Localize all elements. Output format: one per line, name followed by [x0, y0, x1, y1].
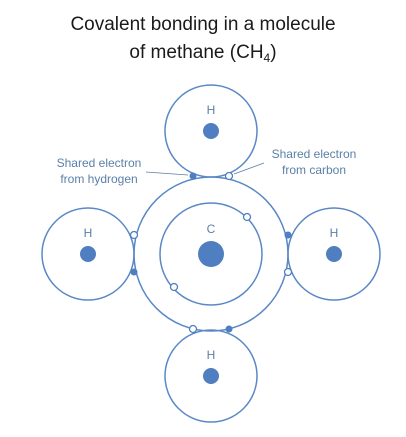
hydrogen-right-nucleus	[326, 246, 342, 262]
shared-electron-hydrogen-bottom	[225, 325, 233, 333]
carbon-inner-electron	[242, 212, 252, 222]
hydrogen-right-symbol: H	[330, 226, 339, 240]
hydrogen-top-nucleus	[203, 123, 219, 139]
shared-electron-hydrogen-left	[130, 268, 138, 276]
diagram-title-line1: Covalent bonding in a molecule	[70, 14, 336, 35]
annotation-hydrogen-line2: from hydrogen	[60, 172, 137, 186]
annotation-carbon-line1: Shared electron	[272, 147, 357, 161]
annotation-hydrogen-line1: Shared electron	[57, 156, 142, 170]
shared-electron-carbon-bottom	[188, 324, 198, 334]
hydrogen-bottom-symbol: H	[207, 348, 216, 362]
shared-electron-carbon-top	[224, 171, 234, 181]
carbon-inner-shell	[159, 202, 263, 306]
title-subscript: 4	[263, 51, 271, 65]
carbon-inner-electron	[169, 282, 179, 292]
hydrogen-left-shell	[41, 207, 135, 301]
shared-electron-carbon-left	[129, 230, 139, 240]
hydrogen-bottom-shell	[164, 329, 258, 423]
carbon-symbol: C	[207, 222, 216, 236]
annotation-carbon-pointer	[233, 162, 265, 175]
hydrogen-top-symbol: H	[207, 103, 216, 117]
title-text: of methane (CH	[129, 42, 264, 63]
title-close: )	[270, 42, 277, 63]
annotation-hydrogen-pointer	[145, 171, 189, 176]
carbon-nucleus	[198, 241, 224, 267]
hydrogen-left-symbol: H	[84, 226, 93, 240]
diagram-title-line2: of methane (CH4)	[0, 41, 406, 65]
annotation-carbon-line2: from carbon	[282, 163, 346, 177]
shared-electron-carbon-right	[283, 267, 293, 277]
hydrogen-top-shell	[164, 84, 258, 178]
hydrogen-left-nucleus	[80, 246, 96, 262]
hydrogen-bottom-nucleus	[203, 368, 219, 384]
shared-electron-hydrogen-top	[189, 172, 197, 180]
shared-electron-hydrogen-right	[284, 231, 292, 239]
hydrogen-right-shell	[287, 207, 381, 301]
